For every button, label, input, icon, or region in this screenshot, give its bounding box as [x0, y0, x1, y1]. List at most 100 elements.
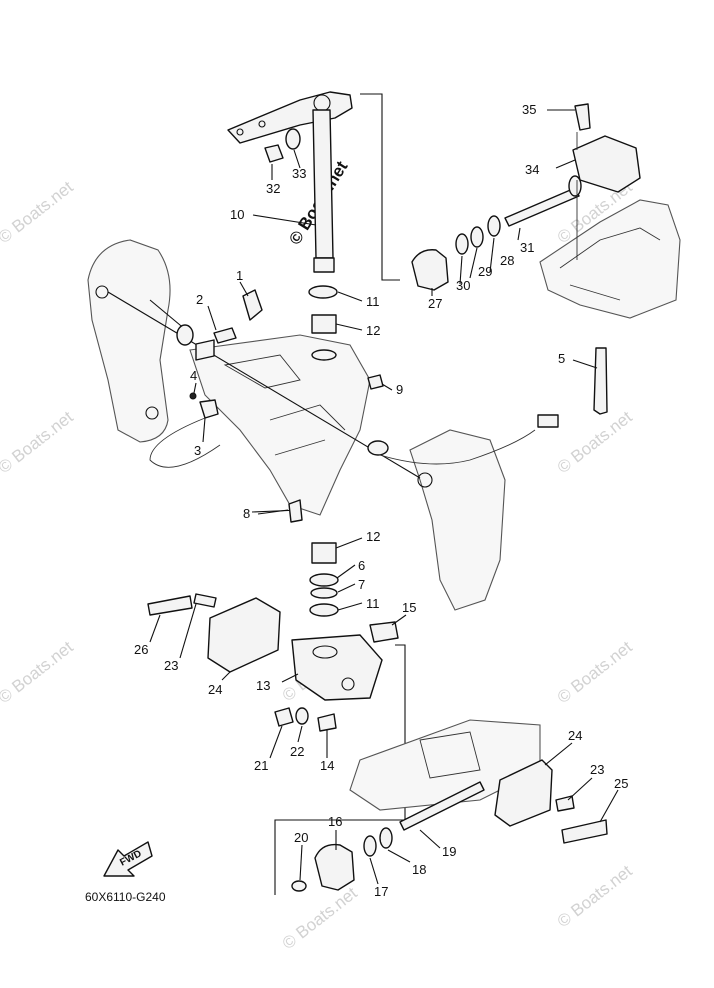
nut-21	[274, 707, 294, 727]
watermark-right-bottom: © Boats.net	[554, 861, 636, 931]
callout-22: 22	[290, 744, 304, 759]
clip-14	[317, 713, 337, 732]
watermark-left-mid: © Boats.net	[0, 407, 77, 477]
callout-23-right: 23	[590, 762, 604, 777]
washer-29	[470, 226, 484, 248]
swivel-bracket-ribs	[269, 404, 346, 456]
callout-26: 26	[134, 642, 148, 657]
mount-cover-34	[572, 135, 641, 193]
callout-24-left: 24	[208, 682, 222, 697]
bush-left	[195, 339, 215, 361]
swivel-bracket	[189, 334, 371, 516]
callout-8: 8	[243, 506, 250, 521]
callout-32: 32	[266, 181, 280, 196]
clamp-bracket-right	[409, 429, 506, 611]
bushing-12-lower	[311, 542, 337, 564]
cowling-detail	[559, 227, 661, 301]
clip-3	[199, 399, 219, 419]
bolt-23-right	[555, 795, 575, 812]
nut-9	[367, 374, 384, 390]
cover-24-right	[494, 759, 553, 827]
screw-4	[189, 392, 197, 400]
bolt-2	[213, 327, 237, 344]
clamp-right-hole	[417, 472, 433, 488]
diagram-code: 60X6110-G240	[85, 890, 166, 904]
callout-35: 35	[522, 102, 536, 117]
clamp-bracket-left	[87, 239, 171, 443]
washer-11-lower	[309, 603, 339, 617]
callout-19: 19	[442, 844, 456, 859]
washer-11-upper	[308, 285, 338, 299]
steering-arm	[227, 91, 353, 144]
callout-14: 14	[320, 758, 334, 773]
callout-16: 16	[328, 814, 342, 829]
watermark-right-low: © Boats.net	[554, 637, 636, 707]
callout-11-lower: 11	[366, 596, 380, 611]
label-25	[561, 819, 608, 844]
shaft-leader-box	[360, 93, 400, 281]
callout-27: 27	[428, 296, 442, 311]
screw-8-head	[288, 499, 303, 523]
o-ring-6	[309, 573, 339, 587]
callout-21: 21	[254, 758, 268, 773]
callout-33: 33	[292, 166, 306, 181]
clamp-pivot-hole-bottom	[145, 406, 159, 420]
steering-arm-hole-1	[236, 128, 244, 136]
washer-18	[379, 827, 393, 849]
callout-34: 34	[525, 162, 539, 177]
label-26	[147, 595, 193, 616]
nut-32	[264, 144, 284, 163]
callout-12-lower: 12	[366, 529, 380, 544]
callout-3: 3	[194, 443, 201, 458]
callout-1: 1	[236, 268, 243, 283]
callout-10: 10	[230, 207, 244, 222]
steering-shaft-spline	[313, 257, 335, 273]
rubber-mount-27	[411, 249, 449, 291]
callout-2: 2	[196, 292, 203, 307]
plug-15	[369, 621, 399, 643]
callout-28: 28	[500, 253, 514, 268]
collar-left	[176, 324, 194, 346]
callout-18: 18	[412, 862, 426, 877]
watermark-center-bottom: © Boats.net	[279, 883, 361, 953]
callout-25: 25	[614, 776, 628, 791]
lower-mount-bracket-13	[291, 634, 383, 701]
wire-harness	[379, 429, 536, 465]
callout-6: 6	[358, 558, 365, 573]
callout-5: 5	[558, 351, 565, 366]
callout-labels: 1 2 3 4 5 6 7 8 9 10 11 11 12 12 13 14 1…	[134, 102, 628, 899]
bracket-13-bore	[312, 645, 338, 659]
callout-11-upper: 11	[366, 294, 380, 309]
callout-4: 4	[190, 368, 197, 383]
washer-17	[363, 835, 377, 857]
clamp-link-line	[149, 299, 187, 331]
bolt-31-head	[568, 175, 582, 197]
callout-17: 17	[374, 884, 388, 899]
callout-12-upper: 12	[366, 323, 380, 338]
callout-9: 9	[396, 382, 403, 397]
leader-lines	[149, 109, 619, 885]
washer-30	[455, 233, 469, 255]
callout-31: 31	[520, 240, 534, 255]
watermark-left-top: © Boats.net	[0, 177, 77, 247]
bushing-12-upper	[311, 314, 337, 334]
callout-24-right: 24	[568, 728, 582, 743]
callout-15: 15	[402, 600, 416, 615]
bolt-31	[504, 187, 580, 227]
cover-24-left	[207, 597, 281, 673]
tilt-tube-end	[367, 440, 389, 456]
callout-23-left: 23	[164, 658, 178, 673]
washer-28	[487, 215, 501, 237]
rubber-mount-16	[314, 843, 355, 891]
bolt-19	[399, 781, 485, 831]
clip-wire	[149, 417, 221, 468]
bottom-cowling-outline	[539, 199, 681, 319]
fwd-arrow: FWD	[103, 841, 153, 877]
callout-29: 29	[478, 264, 492, 279]
wire-connector	[537, 414, 559, 428]
bolt-23-left	[193, 593, 217, 608]
callout-13: 13	[256, 678, 270, 693]
steering-arm-hole-2	[258, 120, 266, 128]
